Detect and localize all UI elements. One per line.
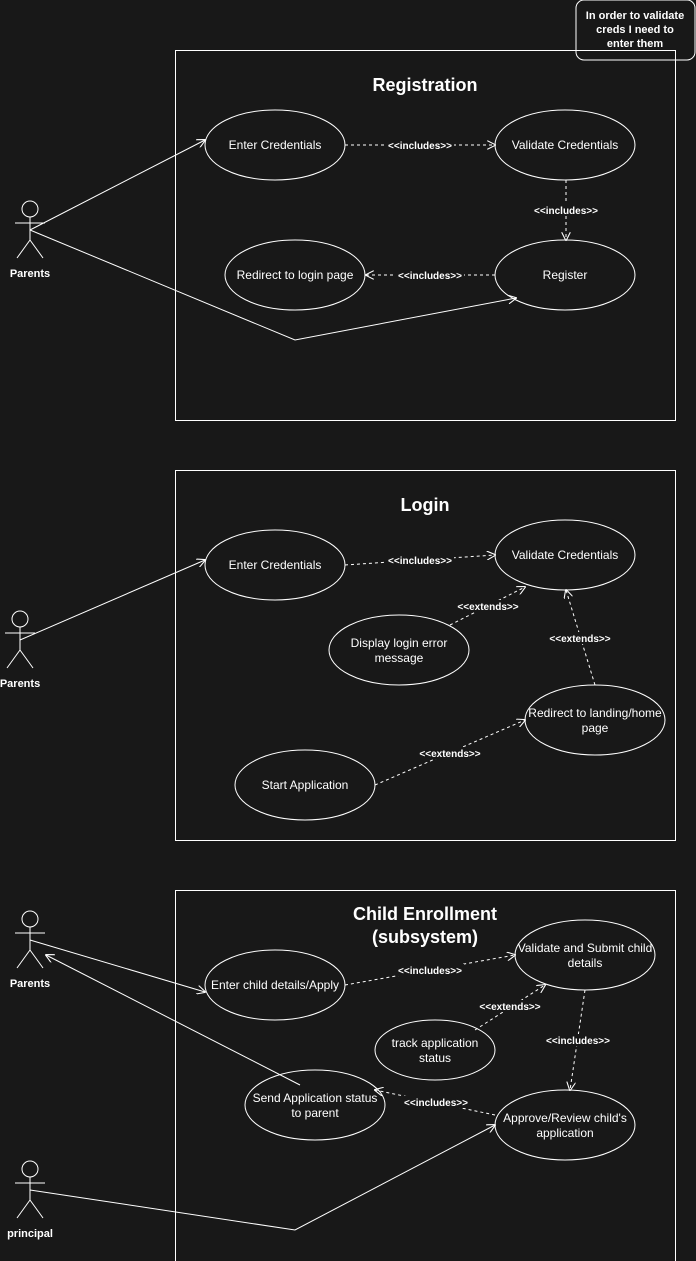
use-case-label: Redirect to login page xyxy=(237,268,354,282)
use-case-validate-credentials: Validate Credentials xyxy=(494,109,636,181)
use-case-register: Register xyxy=(494,239,636,311)
enrollment-associations xyxy=(29,939,495,1231)
use-case-label: page xyxy=(582,721,609,735)
use-case-label: Register xyxy=(543,268,588,282)
use-case-redirect-login: Redirect to login page xyxy=(224,239,366,311)
use-case-label: Validate and Submit child xyxy=(518,941,653,955)
enrollment-rel-approve-send: <<includes>> xyxy=(404,1098,468,1109)
login-rel-start-landing: <<extends>> xyxy=(419,749,480,760)
use-case-label: track application xyxy=(392,1036,479,1050)
use-case-label: application xyxy=(536,1126,593,1140)
use-case-label: Enter Credentials xyxy=(229,558,322,572)
enrollment-title-line-2: (subsystem) xyxy=(372,927,478,947)
use-case-enter-child-details: Enter child details/Apply xyxy=(204,949,346,1021)
use-case-label: Display login error xyxy=(351,636,448,650)
use-case-label: Enter Credentials xyxy=(229,138,322,152)
registration-rel-register-redirect: <<includes>> xyxy=(398,271,462,282)
use-case-label: status xyxy=(419,1051,451,1065)
enrollment-actor-principal-label: principal xyxy=(7,1228,53,1240)
use-case-send-status: Send Application status to parent xyxy=(244,1069,386,1141)
use-case-start-application: Start Application xyxy=(234,749,376,821)
note: In order to validate creds I need to ent… xyxy=(575,0,696,61)
enrollment-actor-parents-label: Parents xyxy=(10,978,50,990)
login-rel-error-validate: <<extends>> xyxy=(457,602,518,613)
note-line-3: enter them xyxy=(607,38,663,50)
use-case-label: Approve/Review child's xyxy=(503,1111,627,1125)
use-case-enter-credentials: Enter Credentials xyxy=(204,109,346,181)
login-associations xyxy=(19,560,205,641)
use-case-label: details xyxy=(568,956,603,970)
login-system-boundary: Login xyxy=(175,470,676,841)
login-actor-label: Parents xyxy=(0,678,40,690)
registration-rel-enter-validate: <<includes>> xyxy=(388,141,452,152)
login-title: Login xyxy=(401,495,450,515)
use-case-label: Validate Credentials xyxy=(512,138,619,152)
registration-title: Registration xyxy=(372,75,477,95)
use-case-enter-credentials: Enter Credentials xyxy=(204,529,346,601)
enrollment-actor-principal: principal xyxy=(7,1160,53,1240)
use-case-approve-review: Approve/Review child's application xyxy=(494,1089,636,1161)
use-case-label: message xyxy=(375,651,424,665)
use-case-label: Redirect to landing/home xyxy=(528,706,662,720)
note-line-2: creds I need to xyxy=(596,24,674,36)
use-case-label: to parent xyxy=(291,1106,339,1120)
registration-actor-parents: Parents xyxy=(10,200,50,280)
note-line-1: In order to validate xyxy=(586,10,684,22)
use-case-validate-credentials: Validate Credentials xyxy=(494,519,636,591)
enrollment-rel-track-validate: <<extends>> xyxy=(479,1002,540,1013)
use-case-track-status: track application status xyxy=(374,1019,496,1081)
use-case-label: Validate Credentials xyxy=(512,548,619,562)
registration-relations: <<includes>> <<includes>> <<includes>> xyxy=(345,139,600,282)
login-actor-parents: Parents xyxy=(0,610,40,690)
registration-associations xyxy=(29,140,516,341)
use-case-redirect-landing: Redirect to landing/home page xyxy=(524,684,666,756)
use-case-label: Send Application status xyxy=(253,1091,378,1105)
use-case-label: Enter child details/Apply xyxy=(211,978,339,992)
enrollment-rel-enter-validate: <<includes>> xyxy=(398,966,462,977)
use-case-label: Start Application xyxy=(262,778,349,792)
registration-actor-label: Parents xyxy=(10,268,50,280)
use-case-display-login-error: Display login error message xyxy=(328,614,470,686)
login-rel-landing-validate: <<extends>> xyxy=(549,634,610,645)
use-case-validate-submit: Validate and Submit child details xyxy=(514,919,656,991)
enrollment-actor-parents: Parents xyxy=(10,910,50,990)
registration-rel-validate-register: <<includes>> xyxy=(534,206,598,217)
login-relations: <<includes>> <<extends>> <<extends>> <<e… xyxy=(344,554,613,786)
enrollment-relations: <<includes>> <<extends>> <<includes>> <<… xyxy=(344,955,612,1116)
enrollment-system-boundary: Child Enrollment (subsystem) xyxy=(175,890,676,1261)
registration-system-boundary: Registration xyxy=(175,50,676,421)
enrollment-rel-validate-approve: <<includes>> xyxy=(546,1036,610,1047)
login-rel-enter-validate: <<includes>> xyxy=(388,556,452,567)
enrollment-title-line-1: Child Enrollment xyxy=(353,904,497,924)
